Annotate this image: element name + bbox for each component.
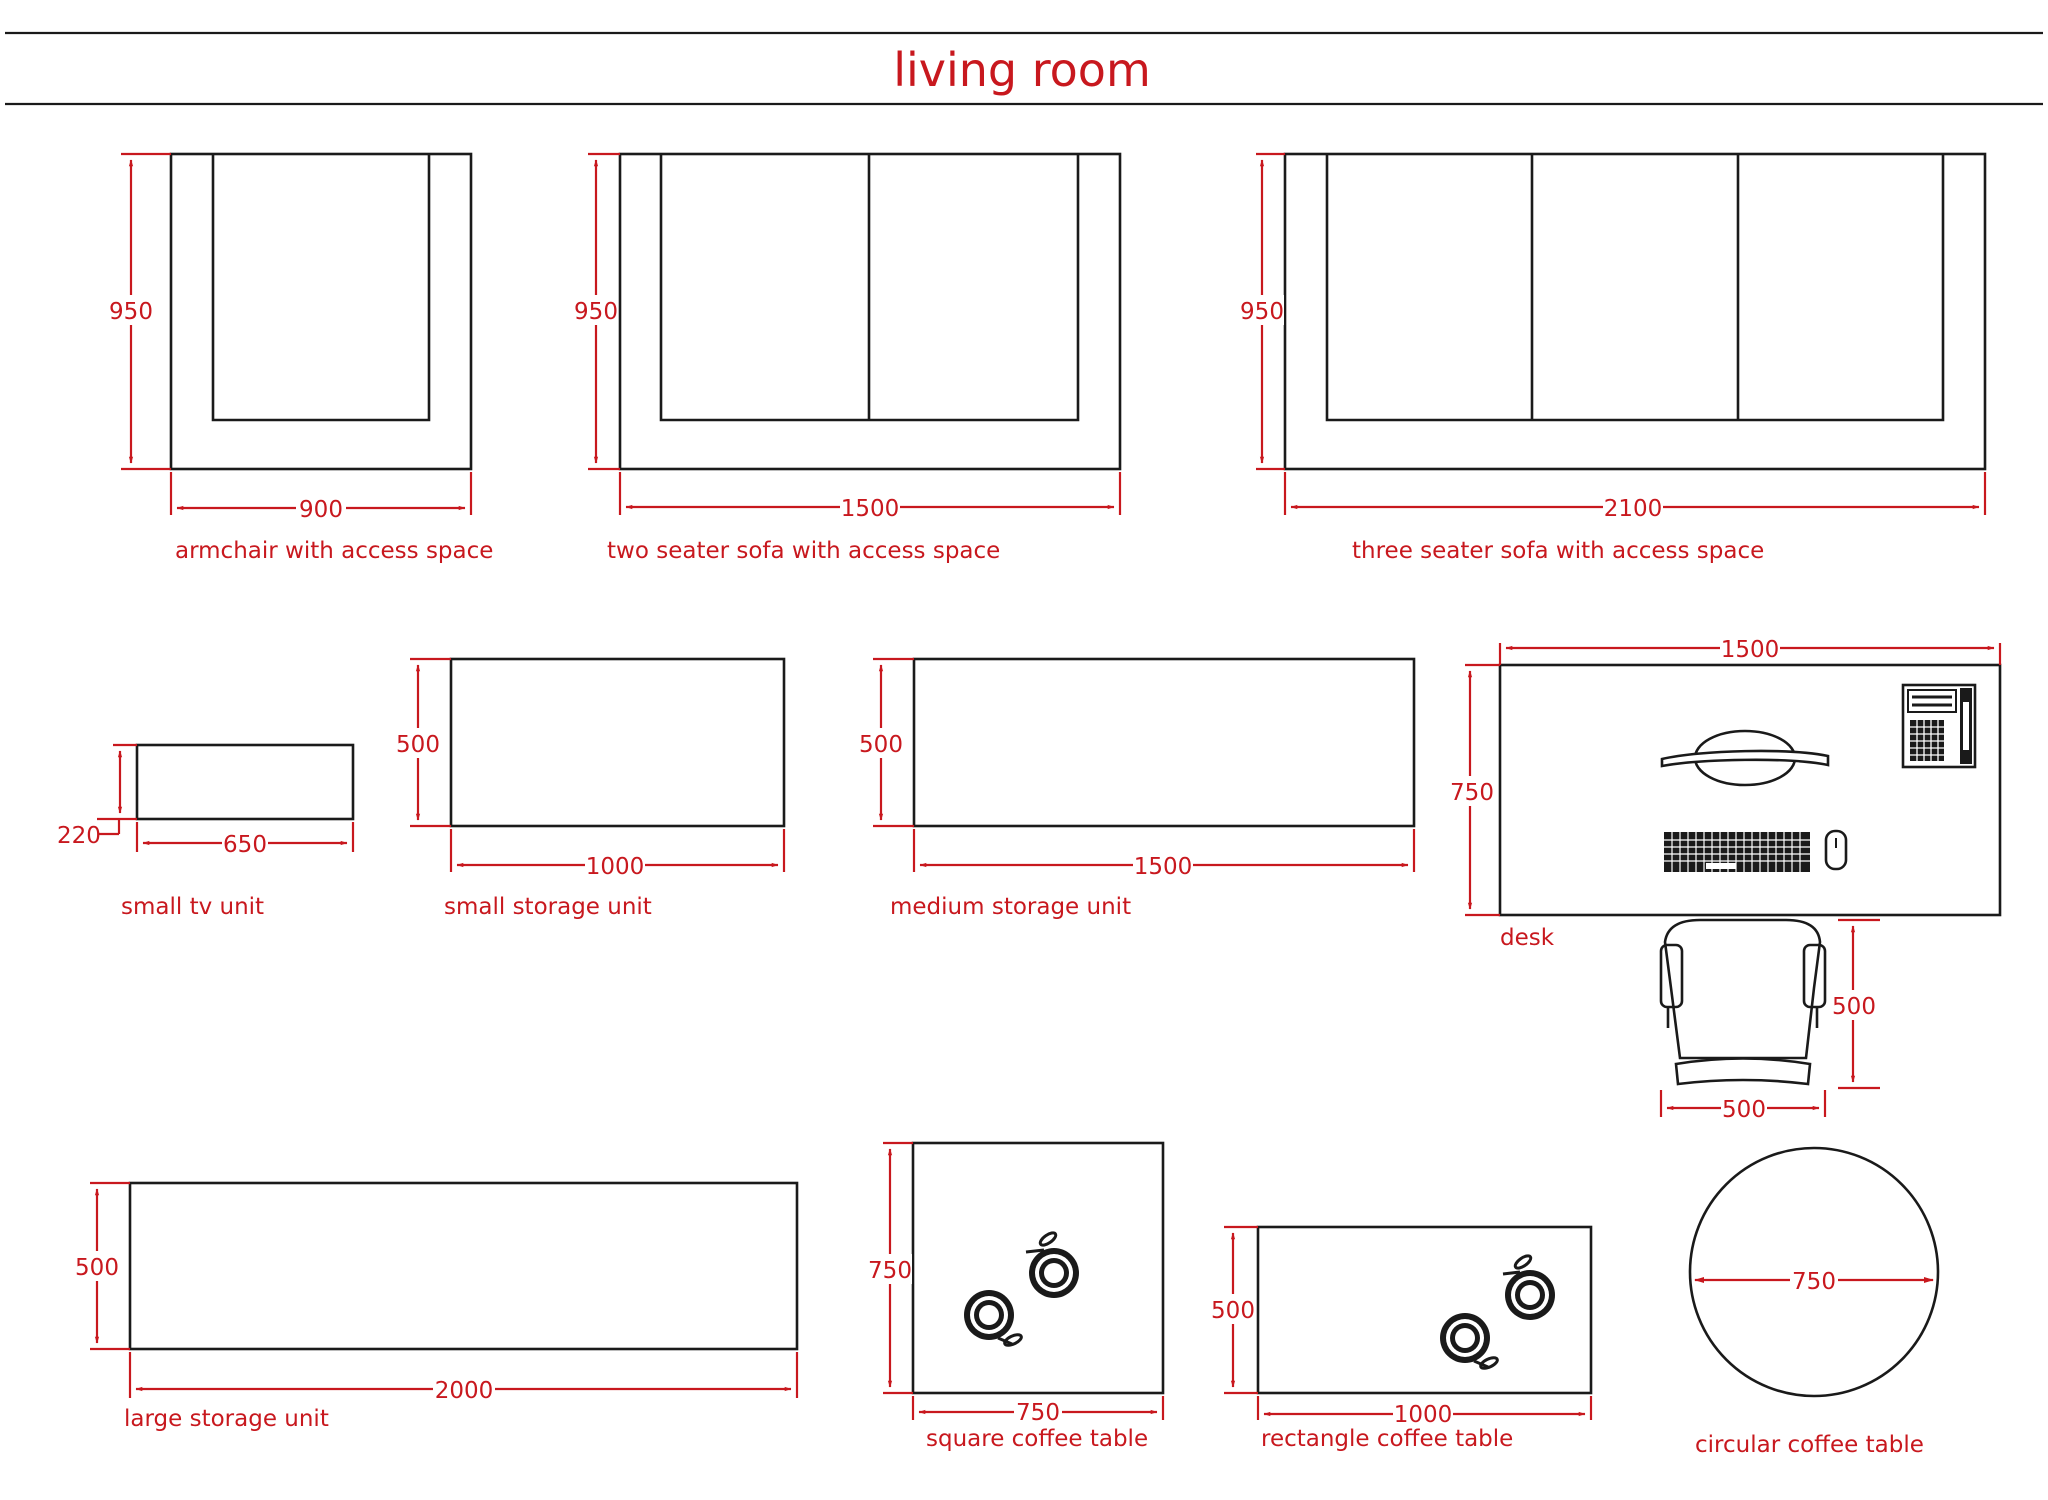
small-storage-depth: 500 [396, 732, 440, 758]
square-table-width-dimension: 750 [911, 1396, 1165, 1426]
small-storage-width-dimension: 1000 [449, 829, 786, 880]
monitor-icon [1660, 729, 1830, 787]
two-seater-depth-dimension: 950 [574, 152, 620, 471]
chair-depth: 500 [1832, 994, 1876, 1020]
square-table-depth: 750 [868, 1258, 912, 1284]
square-table-label: square coffee table [926, 1426, 1148, 1452]
desk-label: desk [1500, 925, 1555, 951]
large-storage-width-dimension: 2000 [128, 1352, 799, 1404]
desk-depth-dimension: 750 [1450, 663, 1500, 917]
cup-and-saucer-icon [1440, 1313, 1499, 1370]
small-tv-depth-dimension: 220 [57, 743, 137, 849]
three-seater-label: three seater sofa with access space [1352, 538, 1764, 564]
small-tv-label: small tv unit [121, 894, 264, 920]
small-tv-width: 650 [223, 832, 267, 858]
small-storage-label: small storage unit [444, 894, 652, 920]
three-seater-width-dimension: 2100 [1283, 472, 1987, 522]
small-storage-unit-drawing [449, 657, 786, 828]
medium-storage-width: 1500 [1134, 854, 1193, 880]
rect-table-label: rectangle coffee table [1261, 1426, 1513, 1452]
small-tv-depth: 220 [57, 823, 101, 849]
small-tv-unit-drawing [135, 743, 355, 821]
desk-drawing [1498, 663, 2002, 917]
cup-and-saucer-icon [964, 1290, 1023, 1347]
armchair-width: 900 [299, 497, 343, 523]
large-storage-depth-dimension: 500 [75, 1181, 130, 1351]
medium-storage-label: medium storage unit [890, 894, 1131, 920]
two-seater-label: two seater sofa with access space [607, 538, 1000, 564]
keyboard-icon [1664, 832, 1810, 872]
circular-table-label: circular coffee table [1695, 1432, 1924, 1458]
three-seater-depth-dimension: 950 [1240, 152, 1285, 471]
circular-coffee-table-drawing [1688, 1146, 1940, 1398]
rectangle-coffee-table-drawing [1256, 1225, 1593, 1395]
square-coffee-table-drawing [911, 1141, 1165, 1395]
circular-table-diameter-dimension: 750 [1694, 1266, 1934, 1295]
chair-width: 500 [1722, 1097, 1766, 1123]
two-seater-width-dimension: 1500 [618, 472, 1122, 522]
armchair-label: armchair with access space [175, 538, 493, 564]
three-seater-depth: 950 [1240, 299, 1284, 325]
large-storage-depth: 500 [75, 1255, 119, 1281]
medium-storage-depth: 500 [859, 732, 903, 758]
mouse-icon [1824, 829, 1848, 871]
medium-storage-depth-dimension: 500 [859, 657, 914, 828]
cup-and-saucer-icon [1502, 1254, 1555, 1320]
desk-depth: 750 [1450, 780, 1494, 806]
two-seater-depth: 950 [574, 299, 618, 325]
two-seater-width: 1500 [841, 496, 900, 522]
small-storage-depth-dimension: 500 [396, 657, 451, 828]
telephone-icon [1901, 683, 1977, 769]
medium-storage-unit-drawing [912, 657, 1416, 828]
small-storage-width: 1000 [586, 854, 645, 880]
desk-width: 1500 [1721, 637, 1780, 663]
large-storage-width: 2000 [435, 1378, 494, 1404]
armchair-depth: 950 [109, 299, 153, 325]
three-seater-width: 2100 [1604, 496, 1663, 522]
rect-table-width: 1000 [1394, 1402, 1453, 1428]
rect-table-depth-dimension: 500 [1211, 1225, 1258, 1395]
two-seater-sofa-drawing [618, 152, 1122, 471]
small-tv-width-dimension: 650 [135, 822, 355, 858]
armchair-depth-dimension: 950 [109, 152, 171, 471]
cup-and-saucer-icon [1025, 1231, 1079, 1298]
circular-table-diameter: 750 [1792, 1269, 1836, 1295]
large-storage-unit-drawing [128, 1181, 799, 1351]
rect-table-depth: 500 [1211, 1298, 1255, 1324]
armchair-width-dimension: 900 [169, 472, 473, 523]
large-storage-label: large storage unit [124, 1406, 329, 1432]
desk-width-dimension: 1500 [1498, 634, 2002, 665]
page-title: living room [893, 43, 1151, 97]
armchair-drawing [169, 152, 473, 471]
desk-chair-icon [1659, 918, 1827, 1086]
rect-table-width-dimension: 1000 [1256, 1396, 1593, 1428]
square-table-width: 750 [1016, 1400, 1060, 1426]
medium-storage-width-dimension: 1500 [912, 829, 1416, 880]
square-table-depth-dimension: 750 [868, 1141, 913, 1395]
three-seater-sofa-drawing [1283, 152, 1987, 471]
chair-width-dimension: 500 [1659, 1090, 1827, 1123]
chair-depth-dimension: 500 [1832, 918, 1880, 1090]
